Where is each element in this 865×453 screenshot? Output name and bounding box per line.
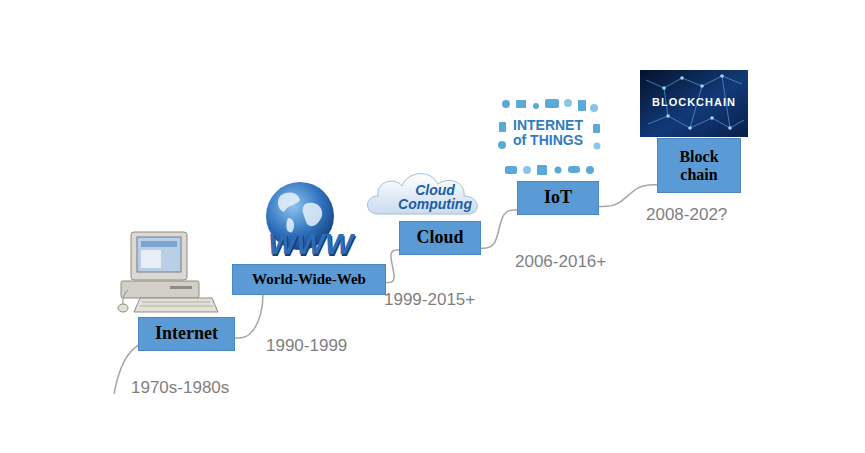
screen-bar xyxy=(141,241,177,247)
box-label: Internet xyxy=(155,324,218,344)
network-dot xyxy=(666,114,670,118)
iot-icon xyxy=(498,141,506,149)
timeline-curve xyxy=(386,250,399,283)
iot-icon xyxy=(590,104,598,112)
computer-illustration xyxy=(118,232,218,312)
network-dot xyxy=(688,126,692,130)
keyboard-keys xyxy=(140,302,213,306)
timeline-box: World-Wide-Web xyxy=(232,264,386,295)
iot-icon xyxy=(516,100,526,108)
screen-window xyxy=(141,250,161,268)
date-label: 2008-202? xyxy=(646,205,727,225)
iot-icon xyxy=(555,167,562,174)
timeline-box: Block chain xyxy=(657,138,741,193)
date-label: 2006-2016+ xyxy=(515,252,606,272)
monitor-screen xyxy=(137,237,181,272)
date-label: 1970s-1980s xyxy=(131,378,229,398)
box-label: Block chain xyxy=(664,148,734,183)
timeline-box: IoT xyxy=(517,181,599,215)
blockchain-logo-text: BLOCKCHAIN xyxy=(644,96,744,109)
iot-icon xyxy=(533,103,539,109)
network-dot xyxy=(662,86,666,90)
box-label: Cloud xyxy=(416,228,463,248)
mouse xyxy=(118,304,128,312)
iot-illustration xyxy=(498,99,601,175)
continent xyxy=(278,193,300,212)
iot-icon xyxy=(564,99,572,107)
www-logo-text: WWW xyxy=(268,226,353,262)
date-label: 1999-2015+ xyxy=(384,290,475,310)
network-dot xyxy=(680,76,684,80)
timeline-curve xyxy=(235,295,263,338)
timeline-curve xyxy=(481,210,517,248)
timeline-box: Cloud xyxy=(399,221,481,255)
computer-case xyxy=(121,281,199,298)
iot-icon xyxy=(505,166,517,174)
timeline-curve xyxy=(599,185,657,207)
network-line xyxy=(646,76,742,88)
keyboard xyxy=(134,298,218,312)
iot-icon xyxy=(502,100,510,108)
iot-icon xyxy=(593,124,600,133)
network-dot xyxy=(710,116,714,120)
iot-icon xyxy=(545,99,559,108)
drive-slot xyxy=(170,286,192,289)
iot-icon xyxy=(568,166,580,173)
box-label: World-Wide-Web xyxy=(252,271,366,288)
cloud-logo-text: Cloud Computing xyxy=(388,183,482,211)
network-dot xyxy=(720,74,724,78)
network-dot xyxy=(700,84,704,88)
network-dot xyxy=(728,126,732,130)
iot-icon xyxy=(594,143,601,150)
iot-icon xyxy=(523,166,531,174)
iot-icon xyxy=(586,166,594,174)
continent xyxy=(303,203,323,227)
timeline-box: Internet xyxy=(138,317,235,351)
blockchain-illustration xyxy=(640,70,748,137)
iot-icon xyxy=(578,100,586,111)
iot-icon xyxy=(499,122,506,132)
box-label: IoT xyxy=(544,188,572,208)
mouse-cord xyxy=(123,290,128,304)
blockchain-image xyxy=(640,70,748,137)
monitor xyxy=(131,232,187,280)
date-label: 1990-1999 xyxy=(266,336,347,356)
iot-icon xyxy=(537,165,547,175)
iot-logo-text: INTERNET of THINGS xyxy=(505,118,591,149)
